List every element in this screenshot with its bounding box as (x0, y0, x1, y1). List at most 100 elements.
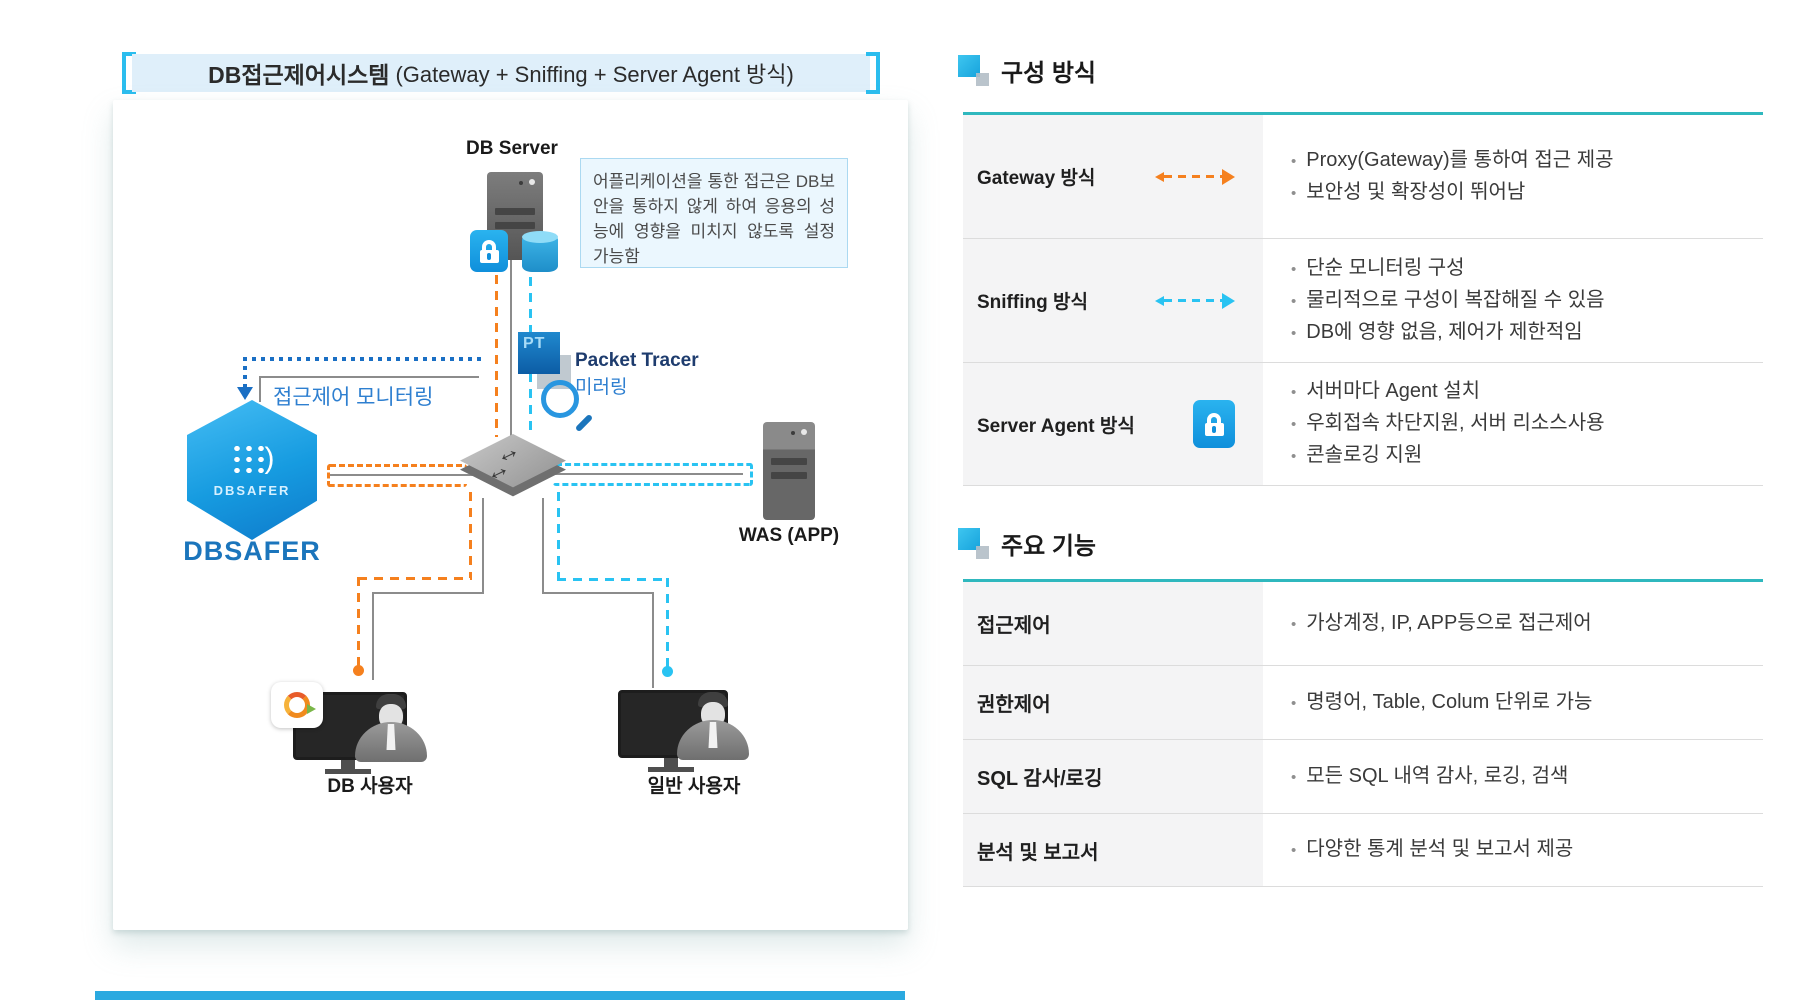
feature-label: 분석 및 보고서 (977, 841, 1099, 864)
bullet-text: 단순 모니터링 구성 (1306, 256, 1465, 279)
dbsafer-dots-icon (229, 442, 264, 474)
gateway-dashed-across (358, 577, 472, 580)
was-label: WAS (APP) (738, 525, 840, 546)
feature-row-analysis-report: 분석 및 보고서 •다양한 통계 분석 및 보고서 제공 (963, 813, 1763, 886)
bullet-text: 물리적으로 구성이 복잡해질 수 있음 (1306, 288, 1605, 311)
orange-dashed-arrow-icon (1155, 168, 1235, 185)
cyan-square (958, 55, 980, 77)
config-table: Gateway 방식 •Proxy(Gateway)를 통하여 접근 제공 •보… (963, 112, 1763, 486)
feature-desc-cell: •모든 SQL 내역 감사, 로깅, 검색 (1263, 740, 1763, 813)
server-agent-label-cell: Server Agent 방식 (963, 363, 1263, 485)
bullet-text: 모든 SQL 내역 감사, 로깅, 검색 (1306, 764, 1569, 787)
section-square-icon (958, 55, 989, 86)
was-server-icon (763, 422, 815, 520)
dbsafer-shield-logo: ) DBSAFER (187, 400, 317, 540)
gateway-dashed-to-user (357, 577, 360, 667)
monitor-base (648, 767, 694, 772)
sniffing-label-cell: Sniffing 방식 (963, 239, 1263, 362)
diagram-title: DB접근제어시스템 (Gateway + Sniffing + Server A… (132, 54, 870, 92)
bullet-item: •보안성 및 확장성이 뛰어남 (1291, 177, 1763, 209)
features-table: 접근제어 •가상계정, IP, APP등으로 접근제어 권한제어 •명령어, T… (963, 579, 1763, 887)
feature-label-cell: 분석 및 보고서 (963, 814, 1263, 886)
cyan-square (958, 528, 980, 550)
cyan-dashed-arrow-icon (1155, 292, 1235, 309)
left-bracket-decoration (122, 52, 136, 94)
monitoring-bracket-line (259, 376, 479, 378)
gateway-dashed-down (469, 492, 472, 578)
sniffing-label: Sniffing 방식 (977, 292, 1088, 313)
title-system-name: DB접근제어시스템 (208, 62, 390, 88)
agent-lock-icon (1193, 400, 1235, 448)
db-lock-icon (470, 230, 508, 272)
feature-row-sql-audit: SQL 감사/로깅 •모든 SQL 내역 감사, 로깅, 검색 (963, 739, 1763, 813)
shield-emblem: ) (229, 441, 275, 475)
bullet-item: •우회접속 차단지원, 서버 리소스사용 (1291, 408, 1763, 440)
bullet-item: •다양한 통계 분석 및 보고서 제공 (1291, 834, 1763, 866)
bullet-text: 다양한 통계 분석 및 보고서 제공 (1306, 838, 1574, 860)
gateway-dashed-line-up (495, 259, 498, 437)
sniffing-dashed-across (557, 578, 669, 581)
magnifier-handle (574, 413, 594, 433)
person-tie (386, 724, 396, 750)
bullet-item: •콘솔로깅 지원 (1291, 440, 1763, 472)
database-cylinder-icon (522, 231, 558, 272)
feature-label: 접근제어 (977, 615, 1051, 637)
config-heading-text: 구성 방식 (1001, 60, 1096, 87)
dbsafer-wordmark: DBSAFER (183, 536, 321, 566)
person-tie (708, 722, 718, 748)
switch-was-line (543, 473, 743, 475)
lock-keyhole (487, 252, 491, 260)
person-body (677, 720, 749, 760)
monitoring-label: 접근제어 모니터링 (273, 386, 434, 409)
bullet-text: 보안성 및 확장성이 뛰어남 (1306, 180, 1526, 203)
monitoring-dotted-line (243, 357, 483, 361)
feature-desc-cell: •다양한 통계 분석 및 보고서 제공 (1263, 814, 1763, 886)
dbsafer-switch-line (329, 474, 479, 476)
config-row-gateway: Gateway 방식 •Proxy(Gateway)를 통하여 접근 제공 •보… (963, 115, 1763, 238)
server-agent-desc-cell: •서버마다 Agent 설치 •우회접속 차단지원, 서버 리소스사용 •콘솔로… (1263, 363, 1763, 485)
magnifier-icon (541, 380, 579, 418)
gateway-desc-cell: •Proxy(Gateway)를 통하여 접근 제공 •보안성 및 확장성이 뛰… (1263, 115, 1763, 238)
section-square-icon (958, 528, 989, 559)
bullet-text: 우회접속 차단지원, 서버 리소스사용 (1306, 412, 1605, 434)
general-user-person-icon (677, 692, 749, 760)
switch-user-line (542, 592, 654, 594)
person-body (355, 722, 427, 762)
sniffing-desc-cell: •단순 모니터링 구성 •물리적으로 구성이 복잡해질 수 있음 •DB에 영향… (1263, 239, 1763, 362)
feature-label-cell: SQL 감사/로깅 (963, 740, 1263, 813)
switch-user-line (652, 592, 654, 688)
sniffing-dashed-to-user (666, 578, 669, 668)
diagram-title-bar: DB접근제어시스템 (Gateway + Sniffing + Server A… (122, 52, 880, 94)
feature-row-access-control: 접근제어 •가상계정, IP, APP등으로 접근제어 (963, 582, 1763, 665)
db-tool-swirl-icon (284, 692, 316, 718)
gray-square (976, 546, 989, 559)
lock-body (479, 249, 499, 263)
bullet-text: Proxy(Gateway)를 통하여 접근 제공 (1306, 148, 1614, 171)
features-heading-text: 주요 기능 (1001, 533, 1096, 560)
bullet-item: •Proxy(Gateway)를 통하여 접근 제공 (1291, 145, 1763, 177)
db-client-app-icon (271, 682, 323, 728)
sniffing-loop (553, 463, 753, 486)
server-led (801, 429, 807, 435)
switch-dbuser-line (482, 498, 484, 592)
switch-dbuser-line (372, 592, 374, 680)
monitoring-arrowhead (237, 387, 253, 400)
feature-label: SQL 감사/로깅 (977, 768, 1103, 790)
bottom-accent-bar (95, 991, 905, 1000)
feature-row-permission-control: 권한제어 •명령어, Table, Colum 단위로 가능 (963, 665, 1763, 739)
general-user-label: 일반 사용자 (647, 776, 741, 797)
mirroring-label: 미러링 (575, 377, 628, 398)
monitor-stand (341, 760, 355, 769)
bullet-item: •물리적으로 구성이 복잡해질 수 있음 (1291, 285, 1763, 317)
bullet-text: 서버마다 Agent 설치 (1306, 380, 1481, 402)
bullet-item: •서버마다 Agent 설치 (1291, 376, 1763, 408)
lock-shackle (482, 239, 496, 251)
network-diagram-panel: DB Server 어플리케이션을 통한 접근은 DB보안을 통하지 않게 하여… (113, 100, 908, 930)
server-switch-line (510, 260, 512, 438)
server-stripe (771, 458, 807, 465)
dbsafer-paren-icon: ) (264, 441, 275, 475)
title-methods: (Gateway + Sniffing + Server Agent 방식) (395, 62, 794, 87)
server-agent-label: Server Agent 방식 (977, 415, 1135, 437)
server-stripe (495, 208, 535, 215)
